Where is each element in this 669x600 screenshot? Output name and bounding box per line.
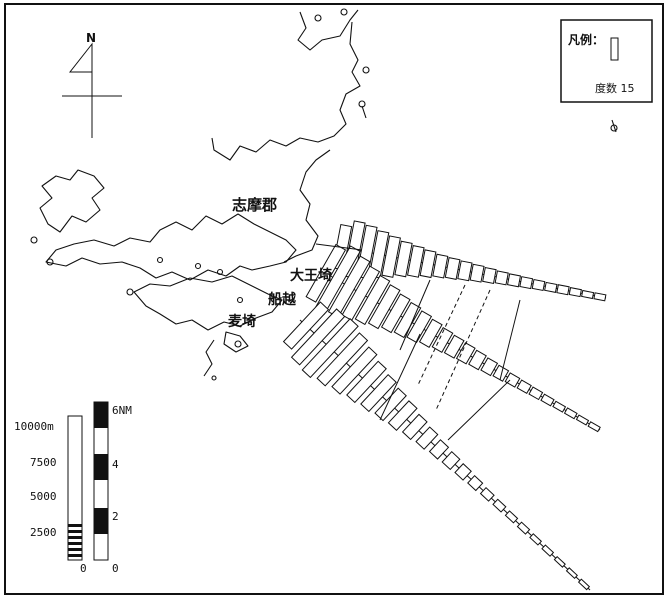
scale-meters-tick-7500: 7500 (30, 456, 57, 469)
histogram-bar (387, 400, 418, 432)
scale-meter-stripe (68, 554, 82, 557)
histogram-bar (565, 567, 578, 580)
scale-meters-tick-5000: 5000 (30, 490, 57, 503)
histogram-bar (494, 270, 509, 286)
scale-meter-stripe (68, 542, 82, 545)
scale-nm-tick-2: 2 (112, 510, 119, 523)
scale-meter-stripe (68, 548, 82, 551)
map-frame (4, 3, 664, 595)
histogram-bar (587, 421, 601, 433)
legend-caption: 度数 15 (595, 81, 635, 95)
histogram-bar (406, 245, 425, 278)
histogram-bar (468, 349, 487, 371)
legend-title: 凡例： (568, 32, 604, 47)
histogram-bar (529, 533, 543, 546)
histogram-bar (441, 451, 461, 471)
histogram-bar (331, 346, 378, 395)
histogram-bar (418, 318, 443, 348)
histogram-bar (406, 310, 433, 344)
histogram-bar (282, 301, 330, 350)
scale-nautical-miles: 6NM 4 2 0 (93, 401, 132, 575)
histogram-bar (541, 544, 555, 557)
north-label: N (86, 31, 96, 45)
histogram-bar (374, 387, 407, 422)
histogram-bar (531, 278, 546, 292)
histogram-bar (528, 386, 544, 401)
histogram-bar (516, 379, 532, 395)
histogram-bar (443, 334, 465, 359)
histogram-bar (479, 487, 495, 502)
histogram-bar (457, 260, 473, 282)
histogram-bar (492, 364, 510, 382)
histogram-bar (506, 273, 522, 288)
scale-nm-tick-0: 0 (112, 562, 119, 575)
traffic-histograms (282, 220, 607, 591)
scale-nm-unit: 6NM (112, 404, 132, 417)
place-labels: 志摩郡 大王埼 船越 麦埼 (228, 196, 332, 330)
histogram-bar (482, 267, 497, 284)
histogram-bar (360, 374, 397, 413)
histogram-bar (516, 521, 531, 535)
legend-sample-bar (610, 37, 619, 61)
histogram-bar (563, 407, 578, 420)
histogram-bar (504, 510, 519, 524)
north-arrow: N (62, 31, 122, 138)
histogram-bar (492, 498, 507, 513)
histogram-bar (428, 439, 450, 460)
histogram-bar (480, 357, 499, 377)
histogram-bar (380, 293, 411, 334)
scale-meters: 10000m 7500 5000 2500 0 (14, 415, 87, 575)
histogram-bar (469, 263, 485, 283)
route-connectors (315, 243, 521, 441)
histogram-bar (381, 235, 401, 278)
histogram-bar (577, 578, 591, 591)
histogram-bar (593, 292, 607, 302)
histogram-bar (290, 308, 346, 366)
histogram-bar (431, 327, 454, 353)
route-axis (299, 319, 591, 591)
scale-meters-tick-2500: 2500 (30, 526, 57, 539)
histogram-bar (444, 257, 461, 280)
histogram-bar (540, 393, 555, 407)
histogram-bar (316, 332, 369, 387)
place-shima-gun: 志摩郡 (232, 196, 277, 214)
scale-meter-stripe (68, 530, 82, 533)
histogram-bar (575, 414, 590, 426)
histogram-bar (432, 253, 449, 279)
scale-meter-stripe (68, 536, 82, 539)
scale-meter-stripe (68, 524, 82, 527)
scale-meters-unit: 10000m (14, 420, 54, 433)
histogram-bar (504, 372, 521, 388)
histogram-bar (455, 342, 476, 365)
histogram-bar (419, 249, 437, 279)
histogram-bar (467, 474, 484, 492)
route-axis (319, 269, 601, 431)
histogram-bar (552, 400, 567, 413)
legend: 凡例： 度数 15 (560, 19, 653, 103)
place-funakoshi: 船越 (268, 291, 297, 308)
histogram-bar (544, 281, 558, 293)
histogram-bar (341, 265, 381, 322)
place-mugisaki: 麦埼 (228, 313, 256, 330)
coastline (30, 8, 618, 381)
scale-nm-tick-4: 4 (112, 458, 119, 471)
histogram-bar (401, 413, 428, 441)
histogram-bar (581, 289, 595, 300)
histogram-bar (393, 301, 422, 339)
scale-meters-tick-0: 0 (80, 562, 87, 575)
histogram-bar (454, 463, 472, 481)
histogram-bar (556, 284, 570, 296)
place-daiozaki: 大王埼 (290, 267, 332, 284)
histogram-bar (394, 240, 413, 278)
histogram-bar (354, 274, 391, 326)
histogram-bar (367, 284, 401, 330)
histogram-bar (415, 426, 439, 450)
histogram-bar (553, 555, 566, 568)
histogram-bar (346, 360, 387, 404)
histogram-bar (568, 287, 582, 298)
histogram-bar (301, 318, 359, 379)
histogram-bar (519, 276, 534, 290)
